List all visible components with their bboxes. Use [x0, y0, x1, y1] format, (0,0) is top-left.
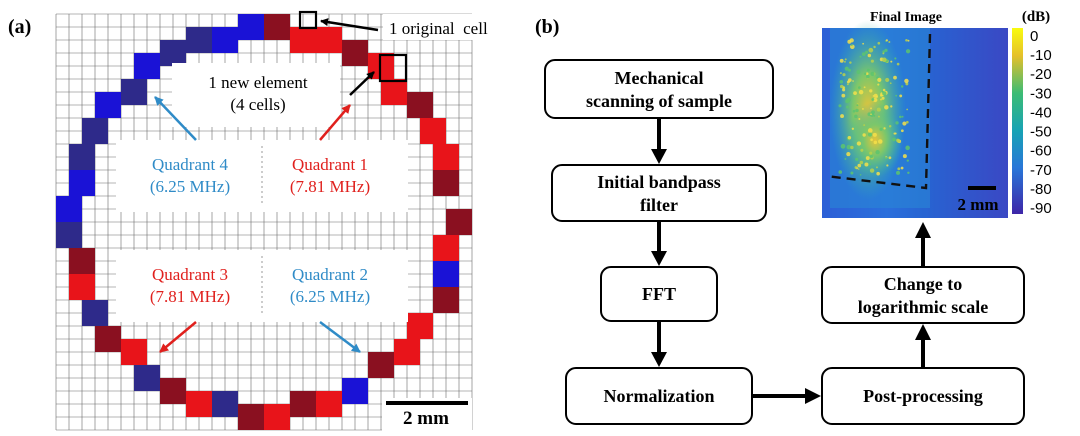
colorbar-ticks: 0 -10 -20 -30 -40 -50 -60 -70 -80 -90 — [1030, 28, 1052, 217]
quadrant-2-arrow — [319, 321, 361, 353]
step-log-scale: Change to logarithmic scale — [821, 266, 1025, 324]
ring-element — [290, 391, 316, 417]
panel-b-label: (b) — [535, 16, 559, 38]
quadrant-1-label: Quadrant 1 — [292, 155, 368, 174]
ring-element — [160, 378, 186, 404]
original-cell-marker — [298, 10, 318, 30]
ring-element — [160, 40, 186, 66]
quadrant-2-label: Quadrant 2 — [292, 265, 368, 284]
ring-element — [342, 40, 368, 66]
quadrant-3-arrow — [159, 321, 197, 353]
quadrant-3-label: Quadrant 3 — [152, 265, 228, 284]
new-element-box — [172, 63, 340, 127]
new-element-arrow — [349, 71, 375, 96]
quadrant-4-freq: (6.25 MHz) — [150, 177, 230, 196]
ring-element — [134, 53, 160, 79]
ring-element — [186, 27, 212, 53]
step-2-line2: filter — [640, 195, 678, 215]
step-2-line1: Initial bandpass — [597, 172, 721, 192]
ring-element — [433, 235, 459, 261]
quadrant-4-label: Quadrant 4 — [152, 155, 229, 174]
ring-element — [121, 339, 147, 365]
step-mechanical-scanning: Mechanical scanning of sample — [544, 59, 774, 119]
ring-element — [381, 79, 407, 105]
ring-element — [368, 352, 394, 378]
ring-element — [290, 27, 316, 53]
step-normalization: Normalization — [565, 367, 753, 425]
ring-element — [238, 14, 264, 40]
colorbar-tick-label: -80 — [1030, 181, 1052, 198]
quadrant-1-arrow — [319, 104, 351, 141]
original-cell-label-bg — [383, 14, 511, 40]
ring-element — [186, 391, 212, 417]
ring-element — [95, 92, 121, 118]
colorbar-tick-label: -20 — [1030, 66, 1052, 83]
colorbar — [1012, 28, 1023, 214]
ring-element — [69, 274, 95, 300]
colorbar-tick-label: -40 — [1030, 104, 1052, 121]
ring-element — [264, 404, 290, 430]
step-6-line2: logarithmic scale — [858, 297, 988, 317]
step-3-label: FFT — [642, 284, 676, 304]
step-bandpass-filter: Initial bandpass filter — [551, 164, 767, 222]
ring-element — [212, 27, 238, 53]
new-element-marker — [378, 53, 408, 83]
new-element-label-line2: (4 cells) — [230, 95, 285, 114]
ring-element — [433, 170, 459, 196]
ring-element — [264, 14, 290, 40]
ring-element — [56, 222, 82, 248]
ring-element — [316, 391, 342, 417]
ring-element — [134, 365, 160, 391]
quadrant-1-freq: (7.81 MHz) — [290, 177, 370, 196]
colorbar-unit: (dB) — [1022, 9, 1050, 25]
step-fft: FFT — [600, 266, 718, 322]
original-cell-arrow — [320, 18, 379, 32]
ring-element — [121, 79, 147, 105]
ring-element — [56, 196, 82, 222]
colorbar-tick-label: -30 — [1030, 85, 1052, 102]
step-5-label: Post-processing — [863, 386, 983, 406]
ring-element — [394, 339, 420, 365]
flow-arrows — [651, 118, 931, 404]
quadrant-2-freq: (6.25 MHz) — [290, 287, 370, 306]
step-4-label: Normalization — [604, 386, 715, 406]
colorbar-tick-label: -50 — [1030, 124, 1052, 141]
ring-element — [69, 248, 95, 274]
panel-a-label: (a) — [8, 16, 31, 38]
ring-element — [82, 118, 108, 144]
ring-element — [95, 326, 121, 352]
final-image-title: Final Image — [870, 10, 942, 25]
step-6-line1: Change to — [884, 274, 963, 294]
ring-element — [446, 209, 472, 235]
scale-bar-a-label: 2 mm — [403, 408, 449, 429]
ring-element — [433, 144, 459, 170]
colorbar-tick-label: -90 — [1030, 200, 1052, 217]
original-cell-label: 1 original cell — [389, 19, 488, 38]
final-image — [822, 20, 1008, 218]
ring-element — [433, 261, 459, 287]
ring-element — [316, 27, 342, 53]
colorbar-tick-label: -60 — [1030, 143, 1052, 160]
ring-element — [407, 313, 433, 339]
quadrant-3-freq: (7.81 MHz) — [150, 287, 230, 306]
ring-element — [69, 170, 95, 196]
step-1-line2: scanning of sample — [586, 91, 732, 111]
step-1-line1: Mechanical — [615, 68, 704, 88]
colorbar-tick-label: -70 — [1030, 162, 1052, 179]
quadrant-4-arrow — [154, 96, 197, 141]
colorbar-tick-label: 0 — [1030, 28, 1038, 45]
ring-element — [238, 404, 264, 430]
step-post-processing: Post-processing — [821, 367, 1025, 425]
ring-element — [82, 300, 108, 326]
scale-bar-b-label: 2 mm — [957, 195, 998, 214]
ring-element — [420, 118, 446, 144]
ring-element — [407, 92, 433, 118]
ring-element — [69, 144, 95, 170]
ring-element — [433, 287, 459, 313]
new-element-label-line1: 1 new element — [208, 73, 307, 92]
ring-element — [212, 391, 238, 417]
colorbar-tick-label: -10 — [1030, 47, 1052, 64]
ring-element — [342, 378, 368, 404]
